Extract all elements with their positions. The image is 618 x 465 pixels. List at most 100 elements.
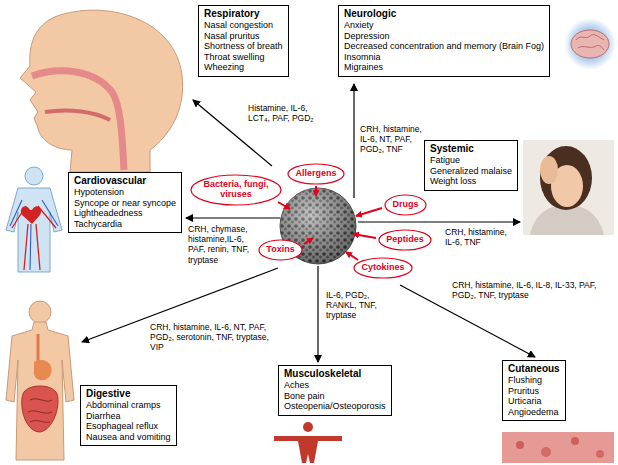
system-box: CutaneousFlushingPruritusUrticariaAngioe…	[502, 360, 566, 421]
trigger-text: Drugs	[392, 200, 418, 210]
ellipse-shape	[191, 175, 281, 205]
head-illustration	[20, 10, 183, 172]
mediator-list: CRH, histamine, IL-6, IL-8, IL-33, PAF, …	[452, 280, 600, 300]
trigger-arrow	[356, 208, 382, 216]
system-box: NeurologicAnxietyDepressionDecreased con…	[338, 5, 550, 77]
system-box: SystemicFatigueGeneralized malaiseWeight…	[424, 140, 518, 191]
mediator-list: Histamine, IL-6, LCT₄, PAF, PGD₂	[248, 103, 324, 123]
system-heading: Respiratory	[204, 8, 283, 20]
mediator-list: CRH, histamine, IL-6, TNF	[445, 227, 513, 247]
trigger-arrow	[278, 202, 290, 209]
mediator-list: CRH, histamine, IL-6, NT, PAF, PGD₂, TNF	[360, 124, 422, 155]
esophagus	[37, 334, 40, 362]
symptom-item: Pruritus	[508, 386, 560, 397]
mediator-list: IL-6, PGD₂, RANKL, TNF, tryptase	[326, 290, 386, 321]
symptom-item: Shortness of breath	[204, 41, 283, 52]
brain	[571, 30, 609, 58]
symptom-item: Nasal pruritus	[204, 31, 283, 42]
trigger-text: Bacteria, fungi, viruses	[198, 180, 274, 200]
symptom-item: Depression	[344, 31, 544, 42]
head	[29, 301, 51, 323]
trigger-arrow	[315, 186, 317, 196]
hair	[540, 146, 592, 210]
symptom-item: Tachycardia	[74, 219, 176, 230]
wheal	[516, 441, 524, 449]
mouth-cavity	[45, 110, 110, 120]
brain-glow	[564, 18, 616, 70]
symptom-item: Nausea and vomiting	[86, 432, 171, 443]
head-outline	[20, 10, 183, 172]
ellipse-shape	[385, 195, 426, 215]
system-box: RespiratoryNasal congestionNasal pruritu…	[198, 5, 289, 77]
symptom-item: Esophageal reflux	[86, 421, 171, 432]
mediator-list: CRH, histamine, IL-6, NT, PAF, PGD₂, ser…	[150, 322, 274, 353]
mediator-arrow	[186, 217, 280, 218]
symptom-item: Osteopenia/Osteoporosis	[284, 401, 386, 412]
symptom-item: Aches	[284, 380, 386, 391]
mediator-arrow	[358, 221, 520, 222]
trigger-arrow	[353, 234, 376, 238]
system-box: DigestiveAbdominal crampsDiarrheaEsophag…	[80, 385, 177, 446]
brain-gyri	[576, 35, 604, 50]
symptom-item: Throat swelling	[204, 52, 283, 63]
skin-illustration	[502, 432, 614, 463]
trigger-ellipse: Peptides	[378, 229, 432, 251]
wheal	[571, 437, 579, 445]
trigger-label: Allergens	[295, 169, 336, 179]
muscle-illustration	[274, 422, 342, 463]
symptom-item: Anxiety	[344, 20, 544, 31]
trigger-ellipse: Cytokines	[353, 257, 413, 279]
trigger-label: Cytokines	[361, 263, 404, 273]
torso	[6, 188, 62, 272]
symptom-item: Diarrhea	[86, 411, 171, 422]
head	[303, 422, 313, 432]
trigger-ellipse: Drugs	[384, 194, 427, 216]
system-box: CardiovascularHypotensionSyncope or near…	[68, 172, 182, 233]
system-heading: Cutaneous	[508, 363, 560, 375]
system-heading: Digestive	[86, 388, 171, 400]
system-heading: Systemic	[430, 143, 512, 155]
wheal	[596, 450, 604, 458]
symptom-item: Lightheadedness	[74, 208, 176, 219]
digestive-illustration	[6, 301, 74, 460]
trigger-text: Toxins	[266, 245, 294, 255]
torso	[6, 322, 74, 460]
symptom-item: Nasal congestion	[204, 20, 283, 31]
arteries	[12, 206, 56, 270]
system-heading: Cardiovascular	[74, 175, 176, 187]
symptom-item: Migraines	[344, 62, 544, 73]
circulation-illustration	[6, 167, 62, 272]
symptom-item: Syncope or near syncope	[74, 198, 176, 209]
trigger-ellipse: Allergens	[287, 163, 345, 185]
ellipse-shape	[379, 230, 431, 250]
trigger-label: Drugs	[392, 200, 418, 210]
wheal	[541, 447, 551, 457]
trigger-label: Peptides	[386, 235, 424, 245]
ellipse-shape	[259, 240, 302, 260]
trigger-text: Cytokines	[361, 263, 404, 273]
symptom-item: Wheezing	[204, 62, 283, 73]
symptom-item: Insomnia	[344, 52, 544, 63]
trigger-ellipse: Toxins	[258, 239, 303, 261]
airway	[32, 71, 124, 170]
head	[25, 167, 43, 185]
system-heading: Neurologic	[344, 8, 544, 20]
trigger-text: Peptides	[386, 235, 424, 245]
woman-illustration	[523, 140, 614, 235]
symptom-item: Abdominal cramps	[86, 400, 171, 411]
veins	[10, 200, 58, 270]
trigger-arrow	[346, 252, 358, 260]
symptom-item: Generalized malaise	[430, 166, 512, 177]
mediator-arrow	[317, 266, 318, 362]
symptom-item: Flushing	[508, 375, 560, 386]
trigger-arrow	[304, 238, 313, 244]
brain-illustration	[564, 18, 616, 70]
system-heading: Musculoskeletal	[284, 368, 386, 380]
symptom-item: Hypotension	[74, 187, 176, 198]
mediator-arrow	[353, 84, 354, 198]
symptom-item: Fatigue	[430, 155, 512, 166]
symptom-item: Angioedema	[508, 407, 560, 418]
ellipse-shape	[288, 164, 344, 184]
symptom-item: Decreased concentration and memory (Brai…	[344, 41, 544, 52]
trigger-ellipse: Bacteria, fungi, viruses	[190, 174, 282, 206]
